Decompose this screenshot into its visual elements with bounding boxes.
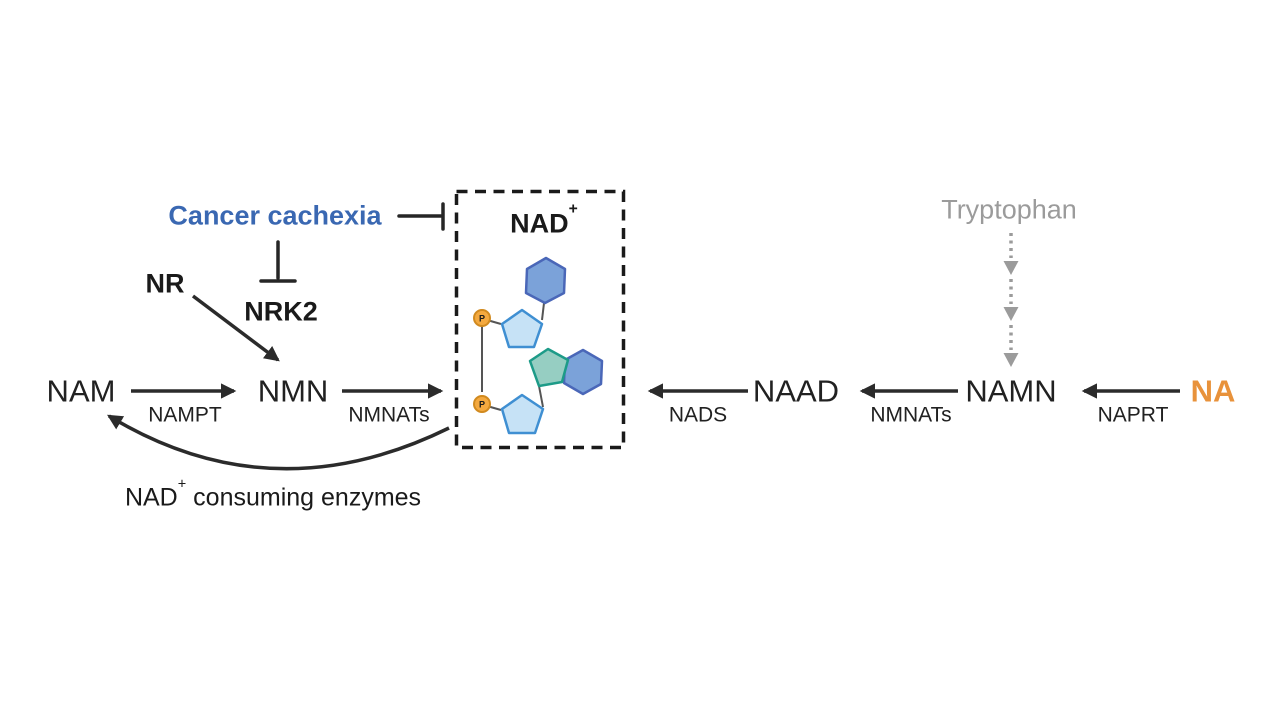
nad-molecule-icon: P P bbox=[473, 256, 604, 435]
curved-arrow-nad-consuming-enzymes bbox=[107, 414, 450, 471]
consuming-label-superscript: + bbox=[177, 476, 187, 493]
nicotinamide-pentagon-icon bbox=[528, 347, 570, 388]
consuming-label-base: NAD bbox=[124, 483, 178, 512]
nad-label-superscript: + bbox=[568, 200, 578, 218]
phosphate-label-bottom: P bbox=[479, 400, 485, 410]
node-nr: NR bbox=[145, 268, 185, 299]
node-na: NA bbox=[1190, 373, 1236, 409]
annotation-nad-consuming-enzymes: NAD+ consuming enzymes bbox=[124, 477, 422, 512]
node-naad: NAAD bbox=[752, 373, 840, 409]
enzyme-nmnats-salvage: NMNATs bbox=[348, 403, 430, 427]
node-nmn: NMN bbox=[257, 373, 329, 409]
ribose-pentagon-top-icon bbox=[500, 308, 544, 349]
node-namn: NAMN bbox=[965, 373, 1057, 409]
phosphate-label-top: P bbox=[479, 314, 485, 324]
node-nrk2: NRK2 bbox=[244, 296, 318, 327]
adenine-hexagon-top-icon bbox=[524, 256, 567, 305]
phosphate-circle-bottom-icon bbox=[473, 395, 491, 413]
phosphate-circle-top-icon bbox=[473, 309, 491, 327]
node-nam: NAM bbox=[46, 373, 116, 409]
node-cancer-cachexia: Cancer cachexia bbox=[168, 200, 382, 231]
adenine-hexagon-bottom-icon bbox=[562, 348, 604, 396]
consuming-label-rest: consuming enzymes bbox=[186, 483, 422, 512]
dashed-arrowhead-3 bbox=[1003, 353, 1019, 367]
nad-dashed-box bbox=[454, 189, 626, 450]
enzyme-nmnats-preiss-handler: NMNATs bbox=[870, 403, 952, 427]
inhibition-cachexia-to-nad bbox=[397, 202, 445, 231]
dashed-arrowhead-1 bbox=[1003, 261, 1019, 275]
enzyme-nampt: NAMPT bbox=[148, 403, 222, 427]
nad-label-base: NAD bbox=[510, 208, 569, 239]
inhibition-cachexia-to-nrk2 bbox=[259, 240, 297, 283]
arrow-nr-to-nmn bbox=[191, 294, 280, 362]
node-nad: NAD+ bbox=[510, 202, 578, 239]
enzyme-naprt: NAPRT bbox=[1097, 403, 1169, 427]
tryptophan-dashed-arrows bbox=[1003, 233, 1019, 367]
dashed-arrowhead-2 bbox=[1003, 307, 1019, 321]
node-tryptophan: Tryptophan bbox=[941, 194, 1077, 225]
pathway-arrows bbox=[131, 294, 1180, 399]
enzyme-nads: NADS bbox=[668, 403, 728, 427]
ribose-pentagon-bottom-icon bbox=[500, 393, 545, 435]
